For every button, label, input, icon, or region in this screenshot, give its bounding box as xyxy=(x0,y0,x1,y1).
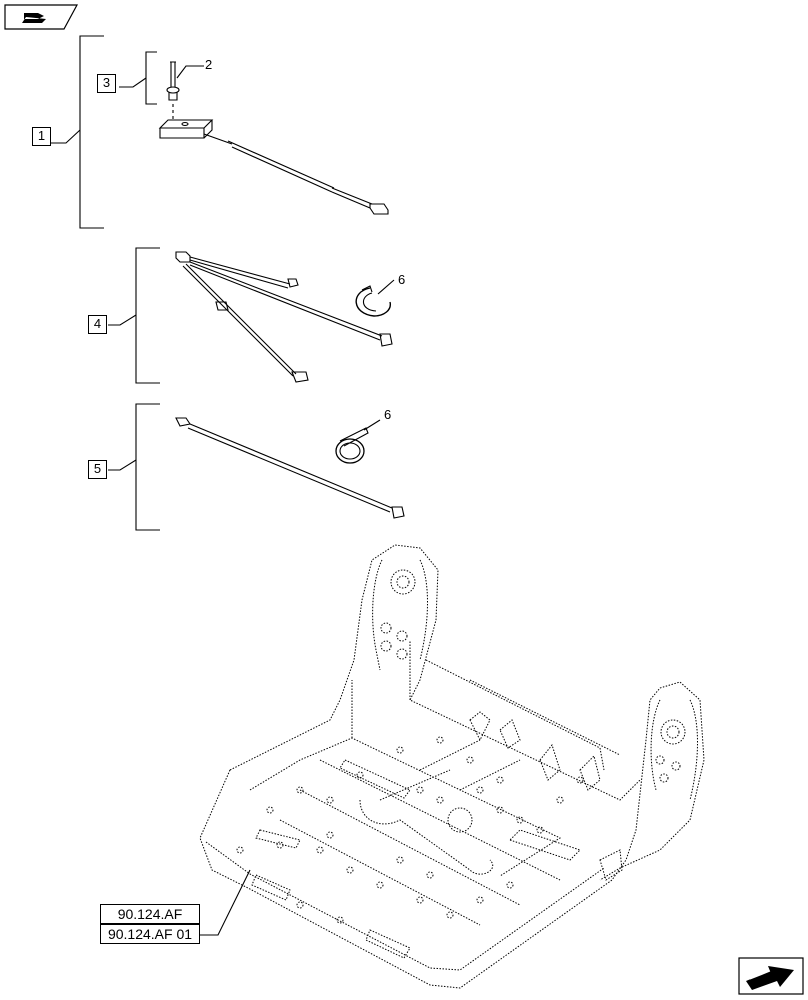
bracket-group-3 xyxy=(145,51,157,105)
callout-item-2[interactable]: 2 xyxy=(205,57,213,72)
reference-link-90-124-af-01[interactable]: 90.124.AF 01 xyxy=(100,924,200,944)
clip-ring xyxy=(355,279,395,317)
wiring-harness xyxy=(175,251,393,383)
bracket-group-4 xyxy=(135,247,160,384)
hand-arrow-icon xyxy=(4,4,78,30)
bracket-group-5 xyxy=(135,403,160,531)
bracket-group-1 xyxy=(79,35,104,229)
reference-link-90-124-af[interactable]: 90.124.AF xyxy=(100,904,200,924)
single-cable xyxy=(175,417,405,519)
screw-part xyxy=(166,61,204,122)
callout-item-4[interactable]: 4 xyxy=(88,315,107,334)
callout-item-5[interactable]: 5 xyxy=(88,460,107,479)
callout-item-6-cable-tie[interactable]: 6 xyxy=(384,407,392,422)
callout-item-3[interactable]: 3 xyxy=(97,74,116,93)
reference-leader xyxy=(200,869,251,936)
arrow-icon xyxy=(738,957,804,995)
cable-tie xyxy=(335,419,381,464)
seat-sensor-cable xyxy=(158,119,389,215)
callout-item-1[interactable]: 1 xyxy=(32,127,51,146)
next-page-nav-icon[interactable] xyxy=(738,957,804,995)
seat-frame xyxy=(199,544,705,989)
callout-item-6-ring-clip[interactable]: 6 xyxy=(398,272,406,287)
previous-page-nav-icon[interactable] xyxy=(4,4,78,30)
